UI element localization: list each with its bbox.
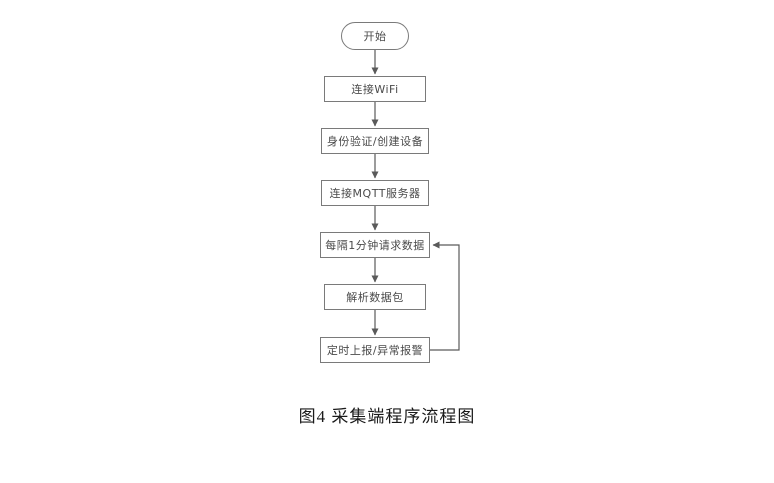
flow-node-report-alarm-label: 定时上报/异常报警 (326, 344, 424, 357)
flow-node-parse-packet: 解析数据包 (324, 284, 426, 310)
flow-node-parse-packet-label: 解析数据包 (346, 291, 404, 304)
flow-node-report-alarm: 定时上报/异常报警 (320, 337, 430, 363)
flow-node-request-data-label: 每隔1分钟请求数据 (325, 239, 425, 252)
flow-node-request-data: 每隔1分钟请求数据 (320, 232, 430, 258)
flow-node-connect-mqtt: 连接MQTT服务器 (321, 180, 429, 206)
flow-node-start-label: 开始 (363, 30, 387, 43)
flow-node-start: 开始 (341, 22, 409, 50)
figure-caption: 图4 采集端程序流程图 (298, 407, 476, 426)
flow-node-connect-mqtt-label: 连接MQTT服务器 (329, 187, 421, 200)
flow-node-connect-wifi: 连接WiFi (324, 76, 426, 102)
flow-node-auth-create: 身份验证/创建设备 (321, 128, 429, 154)
arrow-loop-report-to-request (430, 241, 460, 351)
flow-node-connect-wifi-label: 连接WiFi (351, 83, 399, 96)
flow-node-auth-create-label: 身份验证/创建设备 (326, 135, 424, 148)
